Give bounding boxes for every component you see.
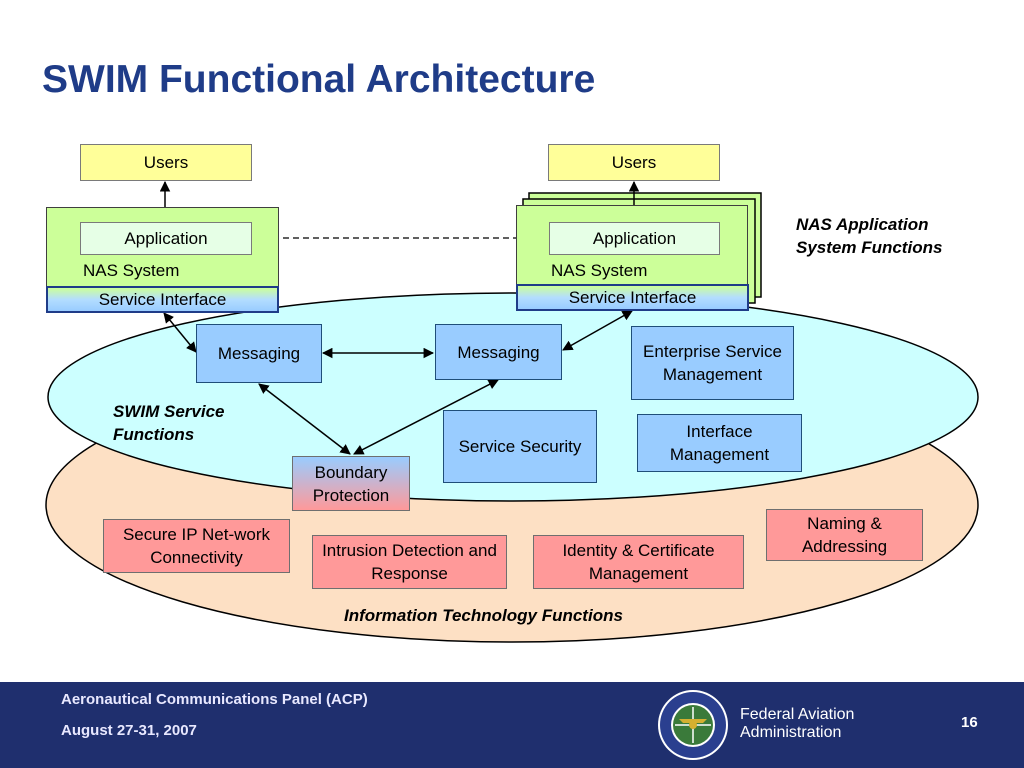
application-box-right: Application [549, 222, 720, 255]
arrow-messaging-right-boundary [353, 379, 499, 455]
footer-date-line: August 27-31, 2007 [61, 722, 197, 739]
enterprise-service-management-box: Enterprise Service Management [631, 326, 794, 400]
page-number: 16 [961, 714, 978, 731]
messaging-box-right: Messaging [435, 324, 562, 380]
arrow-messaging-si-right [562, 310, 633, 351]
faa-seal-logo [658, 690, 728, 760]
secure-ip-connectivity-box: Secure IP Net-work Connectivity [103, 519, 290, 573]
service-interface-left: Service Interface [46, 286, 279, 313]
footer-bar [0, 682, 1024, 768]
arrow-si-left-messaging [163, 312, 197, 353]
swim-service-functions-label: SWIM Service Functions [113, 400, 225, 446]
nas-app-functions-label: NAS Application System Functions [796, 213, 942, 259]
swim-service-line1: SWIM Service [113, 402, 225, 421]
intrusion-detection-box: Intrusion Detection and Response [312, 535, 507, 589]
interface-management-box: Interface Management [637, 414, 802, 472]
footer-org-line: Aeronautical Communications Panel (ACP) [61, 691, 368, 708]
faa-name-line1: Federal Aviation [740, 706, 855, 723]
nas-app-functions-line1: NAS Application [796, 215, 929, 234]
nas-system-label-right: NAS System [551, 261, 648, 280]
service-security-box: Service Security [443, 410, 597, 483]
naming-addressing-box: Naming & Addressing [766, 509, 923, 561]
it-functions-label: Information Technology Functions [344, 606, 623, 625]
users-box-left: Users [80, 144, 252, 181]
identity-certificate-box: Identity & Certificate Management [533, 535, 744, 589]
slide-title: SWIM Functional Architecture [42, 58, 596, 101]
boundary-protection-box: Boundary Protection [292, 456, 410, 511]
messaging-box-left: Messaging [196, 324, 322, 383]
faa-name-line2: Administration [740, 724, 842, 741]
faa-agency-name: Federal Aviation Administration [740, 706, 854, 742]
swim-service-line2: Functions [113, 425, 195, 444]
service-interface-right: Service Interface [516, 284, 749, 311]
application-box-left: Application [80, 222, 252, 255]
nas-app-functions-line2: System Functions [796, 238, 943, 257]
nas-system-label-left: NAS System [83, 261, 180, 280]
users-box-right: Users [548, 144, 720, 181]
arrow-messaging-left-boundary [258, 383, 351, 455]
